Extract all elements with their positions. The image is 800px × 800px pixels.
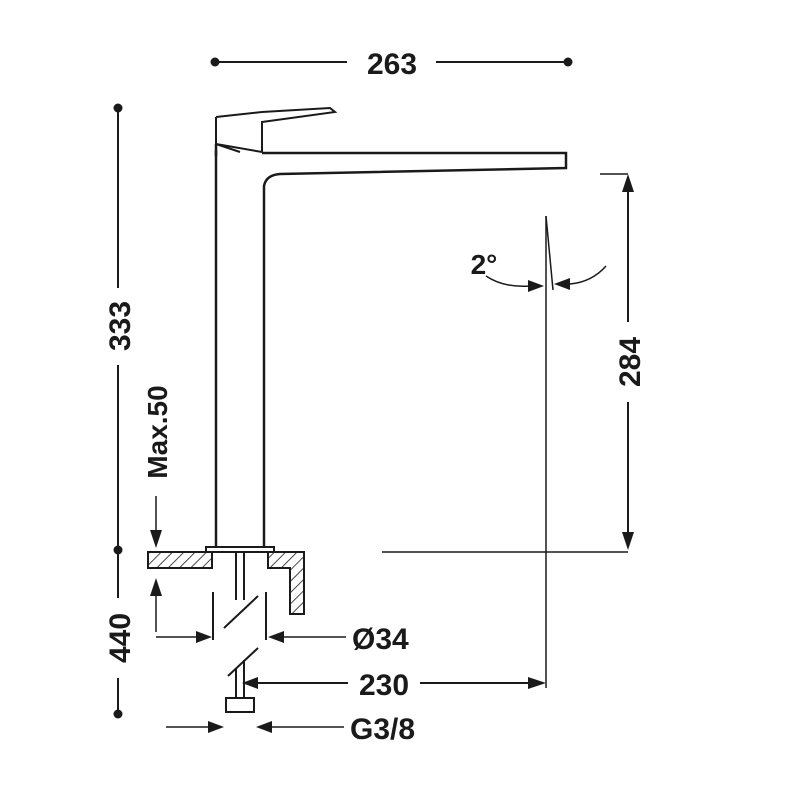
arrow-up [150,578,162,596]
faucet-handle-edge [215,143,263,153]
dimension-label-hose: 440 [104,613,137,663]
reference-lines [382,173,628,688]
faucet-handle [215,106,338,153]
dimension-endpoint-dot [113,709,123,719]
dimension-thread-g38: G3/8 [166,713,415,746]
dimension-max-thickness: Max.50 [142,385,173,632]
dimension-label-angle: 2° [471,249,498,280]
dimension-label-reach: 230 [359,669,409,702]
dimension-label-height: 333 [104,301,137,351]
dimension-width-263: 263 [210,48,573,81]
dimension-label-diameter: Ø34 [352,623,409,656]
arrow-down [622,532,634,550]
arrow-up [622,174,634,192]
angle-arc-left [485,275,531,288]
arrow-right [528,677,546,689]
arrow-down [150,530,162,548]
water-jet-angle-line [545,215,554,291]
faucet-body [205,106,568,553]
dimension-hose-440: 440 [104,550,137,719]
faucet-spout-outline [214,144,568,550]
dimension-diameter-34: Ø34 [156,623,409,656]
dimension-label-spout-height: 284 [614,337,647,387]
dimension-label-width: 263 [367,48,417,81]
hose-connector [225,697,255,713]
angle-arc-right [569,265,607,285]
countertop-left [147,551,213,569]
dimension-label-thread: G3/8 [350,713,415,746]
break-line [223,595,259,629]
arrow-left [268,631,284,643]
arrow-left [242,677,258,689]
countertop-section [147,551,305,615]
countertop-right [267,551,305,615]
arrow-right [196,631,212,643]
dimension-height-333: 333 [104,103,137,555]
faucet-shank [212,552,267,713]
arrow-right [208,721,224,733]
arrow-left [256,721,272,733]
arrow-left [554,278,570,290]
faucet-base-flange [205,546,275,553]
dimension-spout-height-284: 284 [614,174,647,550]
dimension-angle-2deg: 2° [471,249,607,292]
dimension-reach-230: 230 [242,669,546,702]
arrow-right [528,280,544,292]
dimension-label-max-thickness: Max.50 [142,385,173,478]
